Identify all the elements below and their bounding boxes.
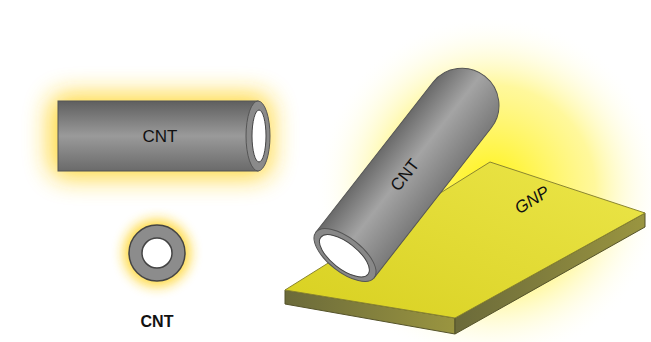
glow bbox=[123, 219, 191, 287]
cnt-tube bbox=[305, 53, 514, 291]
part-label: CNT bbox=[141, 314, 174, 330]
cnt-tube: CNT bbox=[55, 100, 260, 172]
part-label: CNT bbox=[388, 156, 423, 194]
gnp-plate: GNP CNT bbox=[285, 88, 647, 336]
cnt-tube: CNT bbox=[360, 135, 450, 215]
part-label: CNT bbox=[143, 128, 178, 145]
glow bbox=[48, 93, 273, 179]
gnp-plate bbox=[285, 162, 645, 334]
cnt-tube bbox=[58, 101, 270, 171]
part-label: GNP bbox=[512, 183, 552, 217]
cnt-ring: CNT bbox=[125, 222, 189, 334]
cnt-ring bbox=[129, 225, 185, 281]
